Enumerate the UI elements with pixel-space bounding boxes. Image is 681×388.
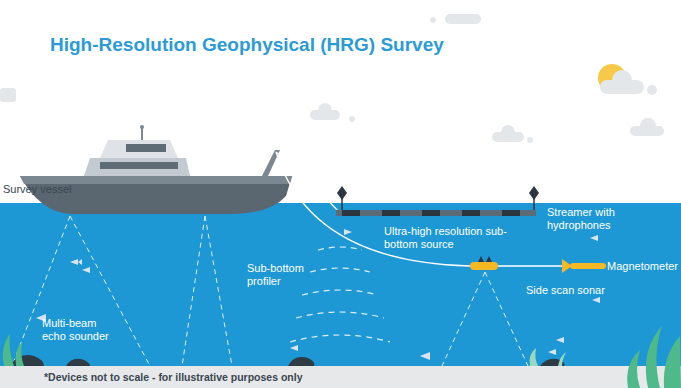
part-label: Multi-beam echo sounder (42, 317, 118, 343)
part-label: Streamer with hydrophones (547, 206, 665, 232)
part-label: Magnetometer (607, 260, 678, 273)
part-label: Side scan sonar (526, 284, 605, 297)
caption-note: *Devices not to scale - for illustrative… (44, 369, 303, 385)
part-label-box: Multi-beam echo sounder (42, 317, 118, 343)
part-label-box: Survey vessel (3, 183, 71, 196)
diagram-title: High-Resolution Geophysical (HRG) Survey (50, 34, 444, 56)
part-label: Survey vessel (3, 183, 71, 196)
part-label: Sub-bottom profiler (247, 262, 309, 288)
diagram-title-box: High-Resolution Geophysical (HRG) Survey (50, 34, 444, 56)
caption-note-box: *Devices not to scale - for illustrative… (44, 369, 303, 385)
part-label-box: Side scan sonar (526, 284, 605, 297)
part-label-box: Sub-bottom profiler (247, 262, 309, 288)
part-label-box: Magnetometer (607, 260, 678, 273)
part-label-box: Ultra-high resolution sub-bottom source (384, 225, 510, 251)
part-label: Ultra-high resolution sub-bottom source (384, 225, 510, 251)
part-label-box: Streamer with hydrophones (547, 206, 665, 232)
